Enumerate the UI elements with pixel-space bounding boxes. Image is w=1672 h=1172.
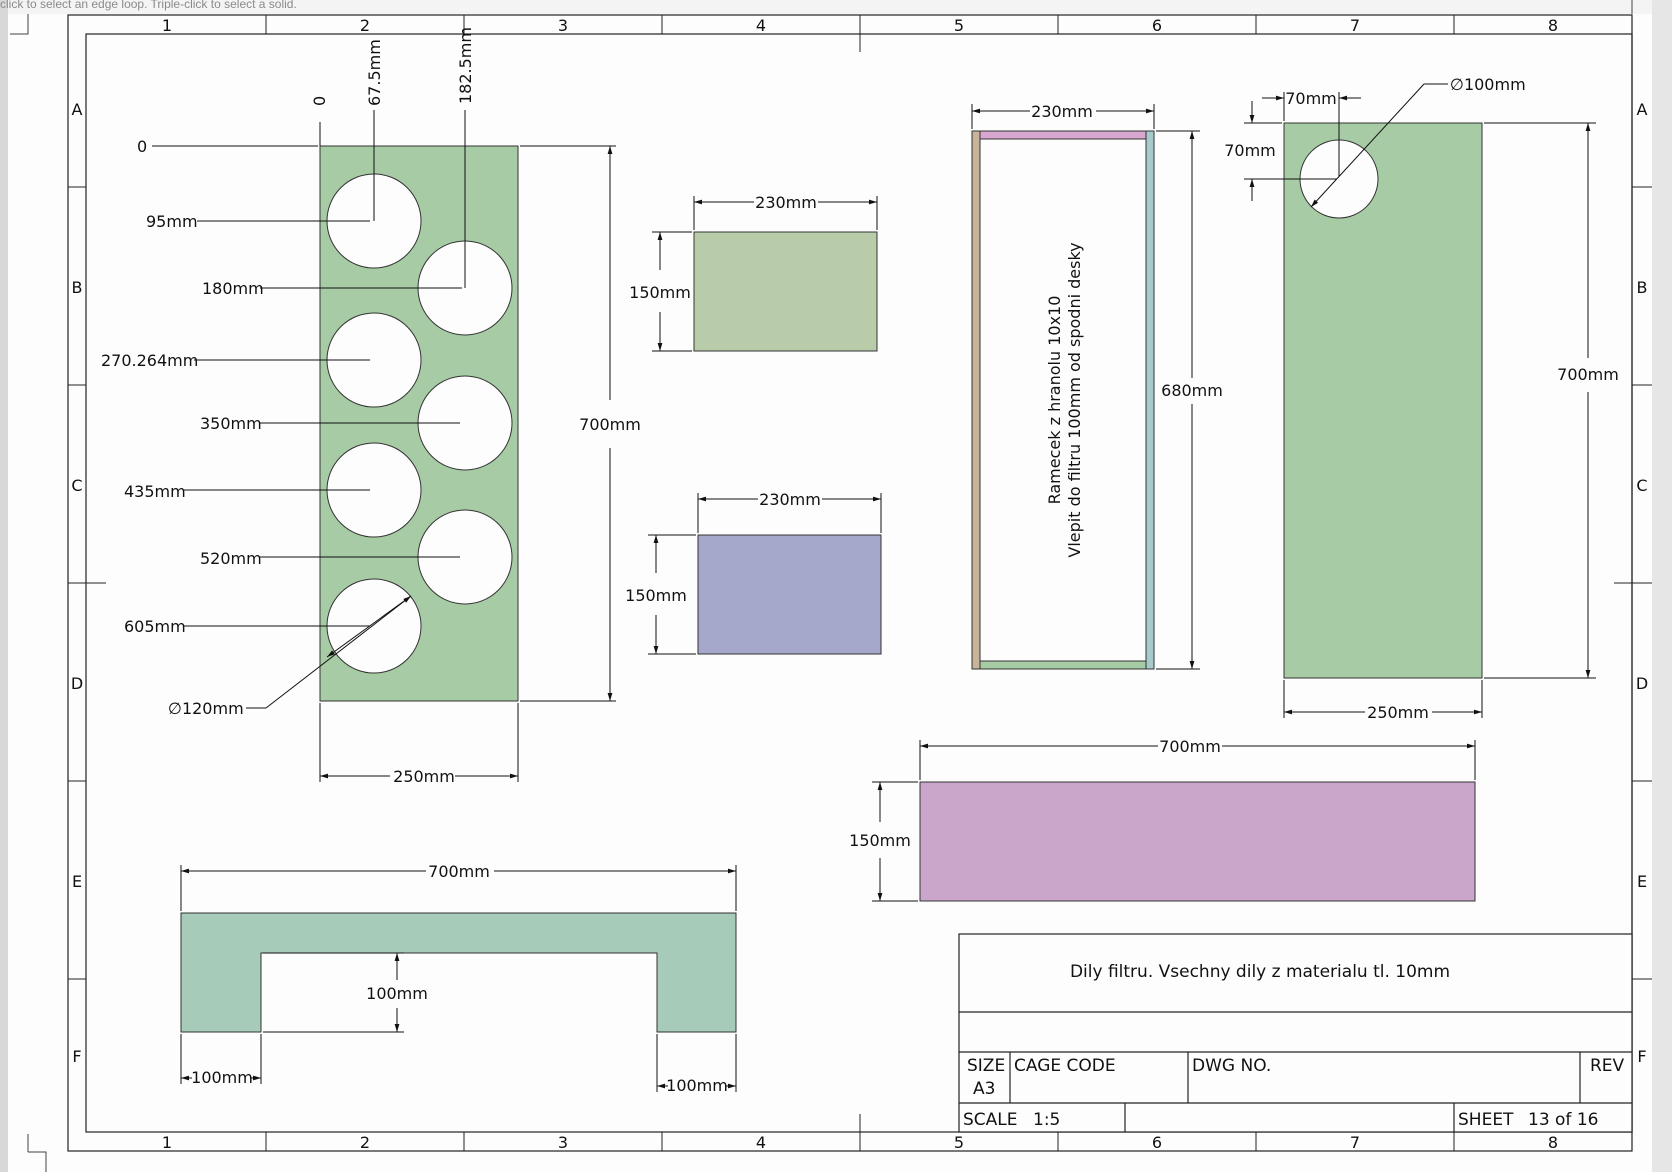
ordinate-label: 0: [310, 96, 329, 106]
col-label-bottom: 2: [360, 1133, 370, 1152]
row-label-right: C: [1636, 476, 1647, 495]
part-sage-plate[interactable]: 230mm 150mm: [629, 193, 878, 352]
dimension-height: 150mm: [849, 831, 911, 850]
dimension-hole-x: 70mm: [1285, 89, 1337, 108]
col-label-top: 5: [954, 16, 964, 35]
row-label-right: F: [1637, 1047, 1646, 1066]
row-label-left: A: [72, 100, 83, 119]
u-shape-face[interactable]: [180, 912, 737, 1033]
frame-note-line2: Vlepit do filtru 100mm od spodni desky: [1065, 242, 1084, 557]
dimension-hole-y: 70mm: [1224, 141, 1276, 160]
dimension-left-leg: 100mm: [191, 1068, 253, 1087]
col-label-bottom: 6: [1152, 1133, 1162, 1152]
sage-plate-face[interactable]: [693, 231, 878, 352]
title-block-size-value: A3: [973, 1079, 995, 1099]
part-frame[interactable]: 230mm 680mm Ramecek z hranolu 10x10 Vlep…: [971, 102, 1223, 670]
title-block-dwg-no-label: DWG NO.: [1192, 1056, 1271, 1076]
row-label-right: D: [1636, 674, 1648, 693]
col-label-top: 1: [162, 16, 172, 35]
blue-plate-face[interactable]: [697, 534, 882, 655]
dimension-diameter: ∅100mm: [1450, 75, 1526, 94]
ordinate-label: 270.264mm: [101, 351, 198, 370]
panel-with-holes-face[interactable]: [319, 145, 519, 702]
col-label-top: 7: [1350, 16, 1360, 35]
ordinate-label: 180mm: [202, 279, 264, 298]
col-label-bottom: 5: [954, 1133, 964, 1152]
row-label-right: A: [1637, 100, 1648, 119]
row-label-left: E: [72, 872, 82, 891]
frame-right-rail[interactable]: [1145, 130, 1155, 670]
single-hole-panel-face[interactable]: [1283, 122, 1483, 679]
col-label-bottom: 3: [558, 1133, 568, 1152]
frame-bottom-rail[interactable]: [979, 660, 1147, 670]
pink-plate-face[interactable]: [919, 781, 1476, 902]
frame-note-line1: Ramecek z hranolu 10x10: [1045, 296, 1064, 505]
part-panel-with-holes[interactable]: 0 67.5mm 182.5mm 0 95mm 180mm 270.264mm …: [101, 27, 641, 786]
ordinate-label: 435mm: [124, 482, 186, 501]
zone-dividers: [68, 15, 1652, 1151]
title-block-scale-label: SCALE: [963, 1110, 1018, 1130]
ordinate-label: 350mm: [200, 414, 262, 433]
title-block-sheet-value: 13 of 16: [1528, 1110, 1598, 1130]
dimension-right-leg: 100mm: [666, 1076, 728, 1095]
dimension-width: 230mm: [755, 193, 817, 212]
part-pink-plate[interactable]: 700mm 150mm: [849, 737, 1476, 902]
row-label-left: D: [71, 674, 83, 693]
col-label-top: 6: [1152, 16, 1162, 35]
dimension-width: 700mm: [1159, 737, 1221, 756]
title-block-cage-code-label: CAGE CODE: [1014, 1056, 1116, 1076]
col-label-bottom: 4: [756, 1133, 766, 1152]
row-label-left: B: [72, 278, 83, 297]
dimension-width: 230mm: [759, 490, 821, 509]
title-block-size-label: SIZE: [967, 1056, 1005, 1076]
frame-left-rail[interactable]: [971, 130, 981, 670]
col-label-top: 4: [756, 16, 766, 35]
part-panel-single-hole[interactable]: 70mm 70mm ∅100mm 700mm 250mm: [1224, 75, 1619, 722]
dimension-height: 150mm: [629, 283, 691, 302]
dimension-width: 230mm: [1031, 102, 1093, 121]
part-u-shape[interactable]: 700mm 100mm 100mm 100mm: [180, 862, 737, 1095]
dimension-width: 250mm: [1367, 703, 1429, 722]
ordinate-label: 0: [137, 137, 147, 156]
col-label-bottom: 1: [162, 1133, 172, 1152]
col-label-bottom: 8: [1548, 1133, 1558, 1152]
title-block-scale-value: 1:5: [1033, 1110, 1060, 1130]
title-block: [958, 933, 1633, 1133]
ordinate-label: 605mm: [124, 617, 186, 636]
dimension-height: 700mm: [1557, 365, 1619, 384]
col-label-top: 8: [1548, 16, 1558, 35]
part-blue-plate[interactable]: 230mm 150mm: [625, 490, 882, 655]
left-gutter: [0, 0, 8, 1172]
zone-labels: 1 2 3 4 5 6 7 8 1 2 3 4 5 6 7 8 A B C D …: [71, 16, 1648, 1152]
right-scrollbar-gutter[interactable]: [1652, 0, 1672, 1172]
dimension-width: 250mm: [393, 767, 455, 786]
status-hint: click to select an edge loop. Triple-cli…: [0, 0, 297, 11]
col-label-bottom: 7: [1350, 1133, 1360, 1152]
row-label-right: B: [1637, 278, 1648, 297]
row-label-left: F: [72, 1047, 81, 1066]
dimension-height: 150mm: [625, 586, 687, 605]
col-label-top: 2: [360, 16, 370, 35]
dimension-width: 700mm: [428, 862, 490, 881]
title-block-sheet-label: SHEET: [1458, 1110, 1514, 1130]
dimension-diameter: ∅120mm: [168, 699, 244, 718]
ordinate-label: 520mm: [200, 549, 262, 568]
row-label-right: E: [1637, 872, 1647, 891]
dimension-height: 700mm: [579, 415, 641, 434]
ordinate-label: 67.5mm: [365, 39, 384, 106]
frame-top-rail[interactable]: [979, 130, 1147, 140]
col-label-top: 3: [558, 16, 568, 35]
ordinate-label: 182.5mm: [456, 27, 475, 104]
row-label-left: C: [71, 476, 82, 495]
dimension-height: 680mm: [1161, 381, 1223, 400]
dimension-notch-depth: 100mm: [366, 984, 428, 1003]
title-block-rev-label: REV: [1590, 1056, 1625, 1076]
corner-marks: [10, 0, 1633, 1172]
ordinate-label: 95mm: [146, 212, 198, 231]
title-block-title: Dily filtru. Vsechny dily z materialu tl…: [1070, 962, 1450, 982]
